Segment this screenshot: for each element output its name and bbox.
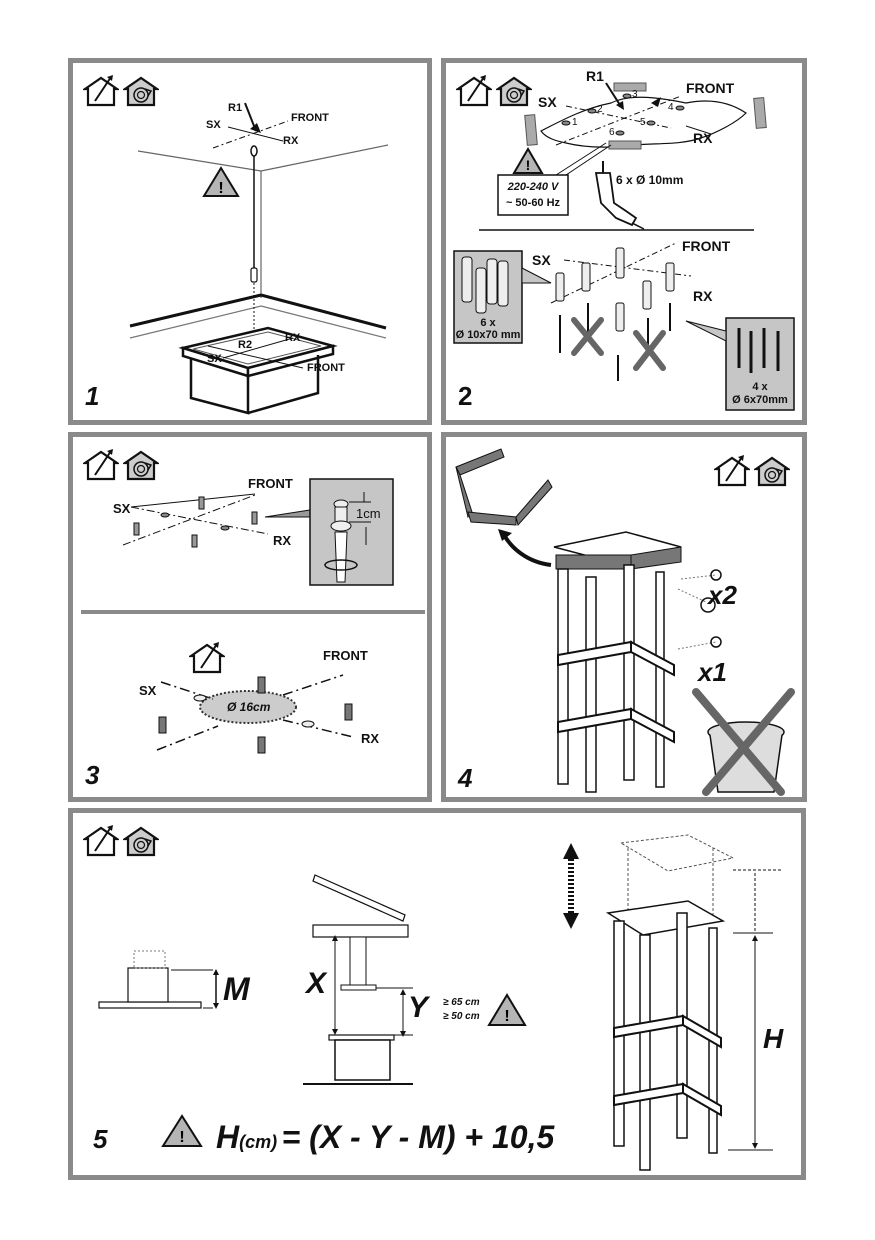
label-front: FRONT [686, 80, 735, 96]
hole-2: 2 [597, 104, 603, 115]
bottom-label-rx: RX [361, 731, 380, 746]
gas-hob-minimum: ≥ 65 cm [443, 997, 480, 1008]
label-front: FRONT [291, 112, 329, 124]
top-label-sx: SX [113, 501, 131, 516]
hole-5: 5 [640, 117, 646, 128]
svg-text:!: ! [504, 1008, 509, 1025]
warning-icon [161, 1114, 203, 1147]
top-label-rx: RX [273, 533, 292, 548]
label-r2: R2 [238, 339, 253, 351]
warning-frequency: ~ 50-60 Hz [505, 197, 561, 209]
screws-size: Ø 6x70mm [732, 394, 788, 406]
step-1-panel: ! R1 SX FRONT RX R2 RX SX FRONT 1 [68, 58, 432, 425]
drill-icon [594, 161, 645, 230]
lower-label-rx: RX [693, 288, 713, 304]
screw-gap: 1cm [356, 506, 381, 521]
dimension-y: Y [408, 991, 429, 1024]
label-sx-hob: SX [207, 353, 222, 365]
step-number: 5 [93, 1124, 108, 1154]
label-sx: SX [538, 94, 557, 110]
formula-unit: (cm) [239, 1132, 278, 1152]
bottom-label-sx: SX [139, 683, 157, 698]
step-5-panel: ! ! [68, 808, 806, 1180]
step-number: 3 [85, 760, 100, 790]
step-3-panel: FRONT SX RX 1cm FRONT SX RX Ø 16cm 3 [68, 432, 432, 802]
hole-6: 6 [609, 127, 615, 138]
electric-hob-minimum: ≥ 50 cm [443, 1011, 480, 1022]
step-4-panel: x2 x1 4 [441, 432, 807, 802]
label-front-hob: FRONT [307, 362, 345, 374]
formula-h: H [216, 1119, 240, 1155]
svg-text:!: ! [179, 1129, 184, 1146]
step-number: 4 [458, 763, 473, 793]
lower-label-front: FRONT [682, 238, 731, 254]
label-sx: SX [206, 119, 221, 131]
warning-voltage: 220-240 V [507, 181, 559, 193]
label-rx: RX [283, 135, 299, 147]
label-r1: R1 [228, 102, 243, 114]
label-r1: R1 [586, 68, 604, 84]
warning-icon [487, 993, 527, 1026]
height-formula: H(cm) = (X - Y - M) + 10,5 [216, 1119, 554, 1156]
warning-icon [512, 147, 544, 174]
quantity-x2: x2 [708, 580, 737, 610]
dimension-h: H [763, 1023, 784, 1054]
label-rx: RX [693, 130, 713, 146]
quantity-x1: x1 [698, 657, 727, 687]
svg-text:!: ! [526, 157, 531, 173]
drill-spec: 6 x Ø 10mm [616, 173, 684, 187]
top-label-front: FRONT [248, 476, 293, 491]
screws-quantity: 4 x [752, 381, 768, 393]
hole-1: 1 [572, 117, 578, 128]
hole-diameter: Ø 16cm [227, 700, 271, 714]
formula-expression: = (X - Y - M) + 10,5 [281, 1119, 555, 1155]
plugs-size: Ø 10x70 mm [455, 329, 521, 341]
lower-label-sx: SX [532, 252, 551, 268]
step-number: 2 [458, 381, 473, 411]
step-1-illustration: ! [129, 102, 389, 415]
step-number: 1 [85, 381, 100, 411]
step-2-panel: ! [441, 58, 807, 425]
label-rx-hob: RX [285, 332, 301, 344]
dimension-m: M [223, 971, 250, 1007]
step-4-illustration [455, 448, 795, 796]
dimension-x: X [306, 967, 327, 1000]
warning-icon [202, 166, 240, 197]
step-3-illustration [81, 478, 425, 754]
step-2-illustration: ! [453, 82, 795, 411]
hole-3: 3 [632, 89, 638, 100]
hole-4: 4 [668, 102, 674, 113]
plugs-quantity: 6 x [480, 317, 496, 329]
svg-text:!: ! [218, 180, 223, 197]
step-5-illustration: ! ! [98, 834, 783, 1171]
bottom-label-front: FRONT [323, 648, 368, 663]
